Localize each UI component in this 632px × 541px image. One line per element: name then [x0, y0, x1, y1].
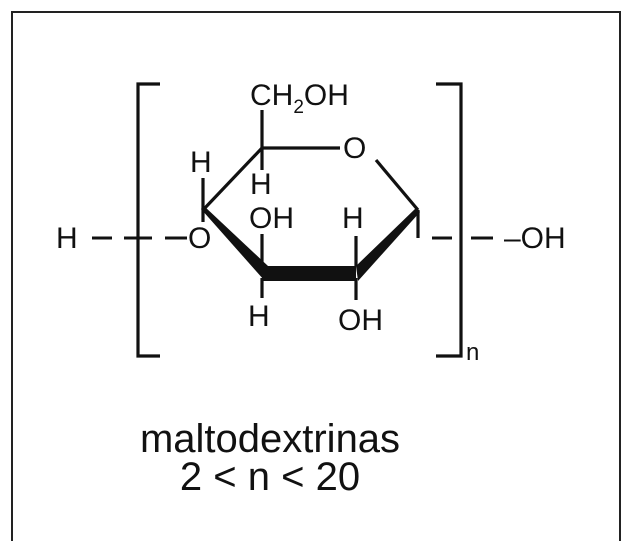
figure-frame: [11, 11, 621, 541]
repeat-subscript: n: [466, 339, 479, 366]
right-bracket: [436, 82, 463, 358]
wedge-bonds: [201, 206, 420, 281]
ring-oxygen-label: O: [343, 132, 366, 165]
maltodextrin-structure: CH2OH O O H –OH H H OH H H OH n maltodex…: [56, 79, 566, 499]
linking-oxygen-label: O: [188, 222, 211, 255]
c2-hydrogen-label: H: [342, 202, 364, 235]
terminal-hydrogen-label: H: [56, 222, 78, 255]
c4-hydrogen-label: H: [190, 146, 212, 179]
pyranose-ring: [201, 110, 420, 238]
c3-hydrogen-label: H: [248, 300, 270, 333]
ch2oh-label: CH2OH: [250, 79, 349, 118]
left-bracket: [136, 82, 160, 358]
terminal-hydroxyl-label: –OH: [504, 222, 566, 255]
substituent-bonds: [260, 234, 358, 300]
c2-hydroxyl-label: OH: [338, 304, 383, 337]
caption-range: 2 < n < 20: [180, 455, 360, 499]
c3-hydroxyl-label: OH: [249, 202, 294, 235]
caption-name: maltodextrinas: [140, 417, 400, 461]
c5-hydrogen-label: H: [250, 168, 272, 201]
